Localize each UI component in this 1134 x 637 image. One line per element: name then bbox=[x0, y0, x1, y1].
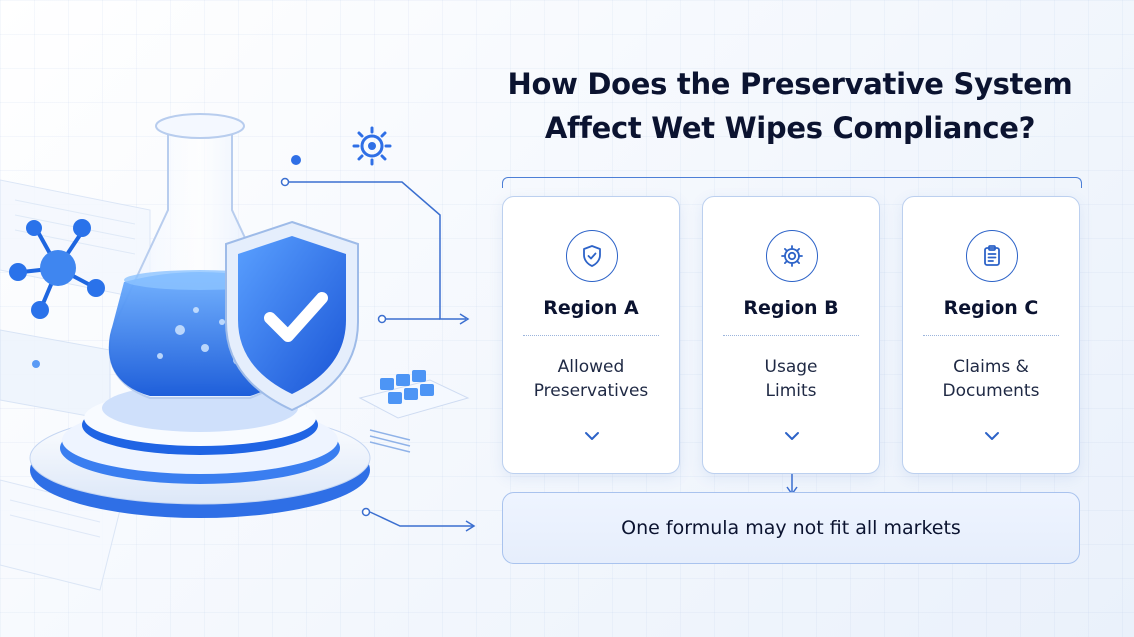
gear-icon bbox=[352, 126, 392, 166]
clipboard-icon bbox=[984, 245, 1000, 266]
region-b-icon-badge bbox=[766, 230, 818, 282]
regions-bracket bbox=[502, 177, 1082, 188]
card-divider bbox=[723, 335, 859, 336]
shield-check-icon bbox=[583, 245, 601, 267]
desc-line: Documents bbox=[942, 381, 1040, 401]
region-b-description: Usage Limits bbox=[711, 355, 871, 403]
desc-line: Claims & bbox=[953, 357, 1029, 377]
chevron-down-icon[interactable] bbox=[983, 430, 1001, 442]
chevron-down-icon[interactable] bbox=[583, 430, 601, 442]
desc-line: Allowed bbox=[557, 357, 625, 377]
summary-banner: One formula may not fit all markets bbox=[502, 492, 1080, 564]
region-c-label: Region C bbox=[943, 297, 1039, 319]
page-title: How Does the Preservative System Affect … bbox=[470, 62, 1110, 150]
desc-line: Limits bbox=[765, 381, 817, 401]
region-card-a[interactable]: Region A Allowed Preservatives bbox=[502, 196, 680, 474]
region-card-b[interactable]: Region B Usage Limits bbox=[702, 196, 880, 474]
card-divider bbox=[923, 335, 1059, 336]
cube-blocks bbox=[358, 370, 470, 453]
card-divider bbox=[523, 335, 659, 336]
pedestal bbox=[29, 384, 371, 518]
region-b-label: Region B bbox=[743, 297, 839, 319]
region-a-icon-badge bbox=[566, 230, 618, 282]
region-a-description: Allowed Preservatives bbox=[511, 355, 671, 403]
region-c-description: Claims & Documents bbox=[911, 355, 1071, 403]
title-line-2: Affect Wet Wipes Compliance? bbox=[544, 111, 1036, 145]
desc-line: Preservatives bbox=[533, 381, 649, 401]
gear-icon bbox=[781, 245, 803, 267]
region-a-label: Region A bbox=[543, 297, 639, 319]
flask-shield-illustration bbox=[0, 113, 470, 591]
chevron-down-icon[interactable] bbox=[783, 430, 801, 442]
title-line-1: How Does the Preservative System bbox=[507, 67, 1073, 101]
desc-line: Usage bbox=[764, 357, 818, 377]
summary-banner-text: One formula may not fit all markets bbox=[621, 517, 961, 539]
region-card-c[interactable]: Region C Claims & Documents bbox=[902, 196, 1080, 474]
region-c-icon-badge bbox=[966, 230, 1018, 282]
